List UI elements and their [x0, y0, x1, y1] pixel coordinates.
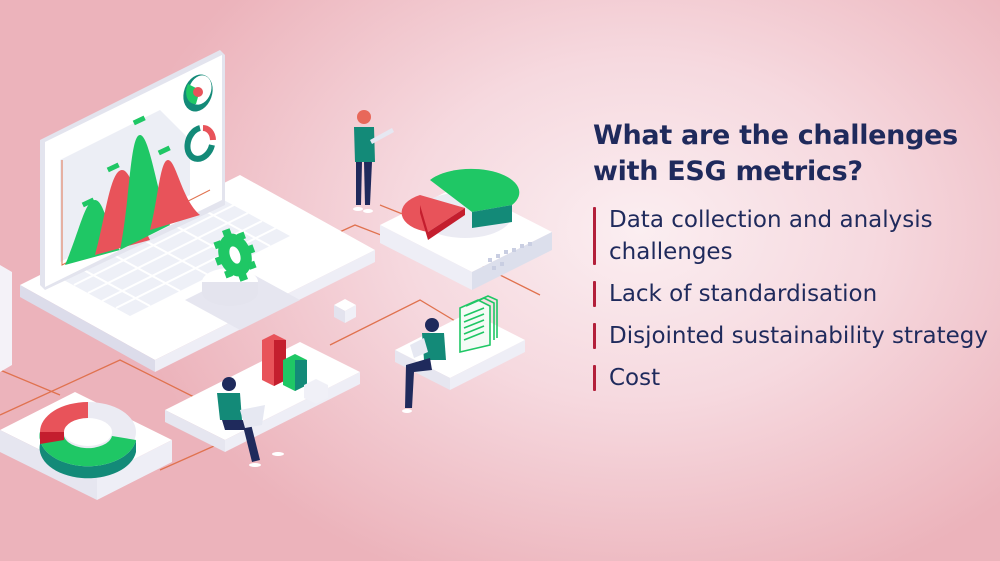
- bar-platform: [165, 334, 360, 452]
- challenge-item: Disjointed sustainability strategy: [593, 320, 993, 352]
- challenge-label: Data collection and analysis challenges: [609, 207, 933, 265]
- person-sitting-laptop: [217, 377, 284, 467]
- pie-platform: [380, 168, 552, 290]
- challenges-panel: What are the challenges with ESG metrics…: [593, 118, 993, 404]
- document-stack-icon: [459, 295, 498, 354]
- donut-chart-icon: [184, 125, 216, 162]
- cube-icon: [334, 299, 356, 323]
- donut-platform: [0, 392, 172, 500]
- challenge-item: Lack of standardisation: [593, 278, 993, 310]
- accent-bar: [593, 281, 596, 307]
- accent-bar: [593, 207, 596, 265]
- challenge-label: Cost: [609, 365, 661, 391]
- bar-chart-icon: [262, 334, 328, 404]
- donut-chart-icon: [39, 402, 136, 479]
- challenge-item: Data collection and analysis challenges: [593, 204, 993, 268]
- gear-icon: [202, 228, 258, 306]
- page-title: What are the challenges with ESG metrics…: [593, 120, 958, 187]
- challenge-item: Cost: [593, 362, 993, 394]
- person-sitting-tablet: [402, 318, 446, 413]
- esg-illustration: [0, 50, 552, 500]
- challenge-label: Disjointed sustainability strategy: [609, 323, 988, 349]
- challenge-label: Lack of standardisation: [609, 281, 878, 307]
- person-standing-tablet: [353, 110, 394, 213]
- pie-chart-icon: [183, 74, 213, 112]
- accent-bar: [593, 365, 596, 391]
- area-chart-icon: [65, 115, 200, 265]
- accent-bar: [593, 323, 596, 349]
